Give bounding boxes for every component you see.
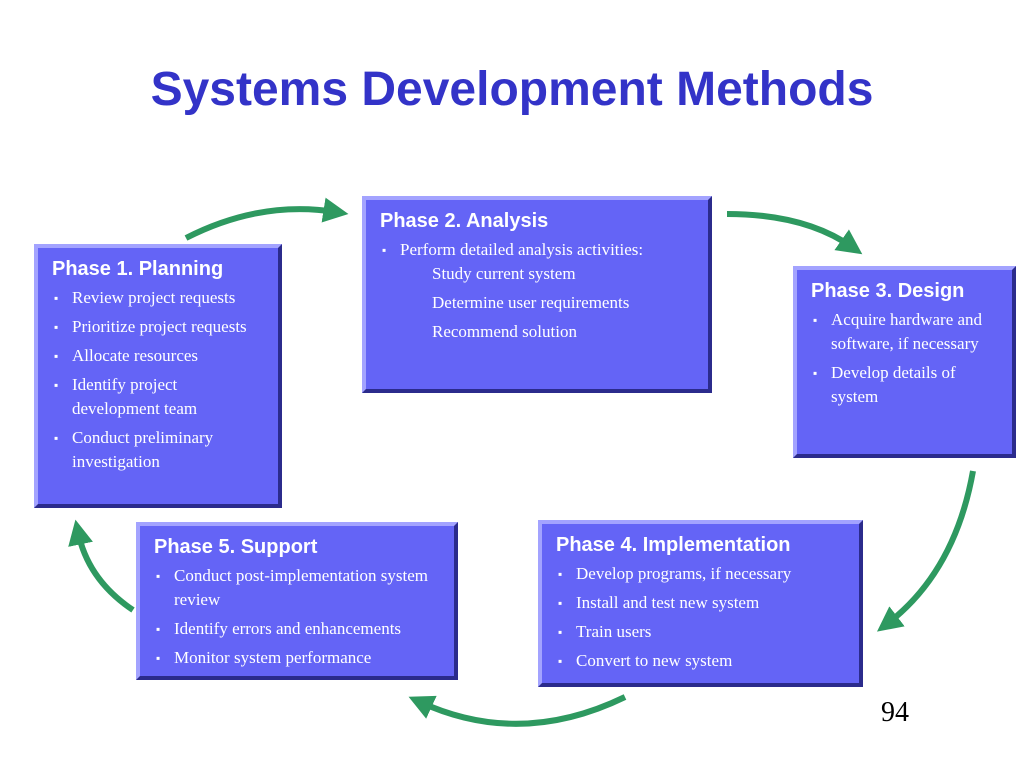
- list-item: Train users: [556, 620, 849, 644]
- list-item: Identify project development team: [52, 373, 268, 421]
- list-item: Perform detailed analysis activities: St…: [380, 238, 698, 344]
- phase-title: Phase 1. Planning: [52, 258, 224, 280]
- list-item: Develop details of system: [811, 361, 1002, 409]
- arrow-support-to-planning: [68, 519, 135, 613]
- phase-title: Phase 2. Analysis: [380, 210, 549, 232]
- phase-3-design-box: Phase 3. Design Acquire hardware and sof…: [793, 266, 1016, 458]
- phase-title: Phase 4. Implementation: [556, 534, 791, 556]
- list-item: Acquire hardware and software, if necess…: [811, 308, 1002, 356]
- sub-item: Study current system: [432, 264, 576, 283]
- list-item: Conduct preliminary investigation: [52, 426, 268, 474]
- list-item-label: Perform detailed analysis activities:: [400, 240, 644, 259]
- arrow-implementation-to-support: [408, 694, 627, 727]
- page-number: 94: [881, 697, 909, 728]
- sub-item: Determine user requirements: [432, 293, 630, 312]
- list-item: Identify errors and enhancements: [154, 617, 444, 641]
- sub-item: Recommend solution: [432, 322, 577, 341]
- phase-4-implementation-box: Phase 4. Implementation Develop programs…: [538, 520, 863, 687]
- list-item: Conduct post-implementation system revie…: [154, 564, 444, 612]
- phase-item-list: Review project requests Prioritize proje…: [52, 286, 268, 474]
- phase-1-planning-box: Phase 1. Planning Review project request…: [34, 244, 282, 508]
- phase-title: Phase 3. Design: [811, 280, 965, 302]
- arrow-analysis-to-design: [726, 211, 863, 255]
- phase-item-list: Conduct post-implementation system revie…: [154, 564, 444, 670]
- list-item: Review project requests: [52, 286, 268, 310]
- list-item: Allocate resources: [52, 344, 268, 368]
- arrow-design-to-implementation: [876, 470, 976, 632]
- list-item: Prioritize project requests: [52, 315, 268, 339]
- phase-title: Phase 5. Support: [154, 536, 318, 558]
- phase-item-list: Acquire hardware and software, if necess…: [811, 308, 1002, 409]
- arrow-planning-to-analysis: [184, 197, 349, 241]
- phase-item-list: Develop programs, if necessary Install a…: [556, 562, 849, 673]
- list-item: Monitor system performance: [154, 646, 444, 670]
- list-item: Convert to new system: [556, 649, 849, 673]
- list-item: Install and test new system: [556, 591, 849, 615]
- sub-item-list: Study current system Determine user requ…: [400, 262, 698, 344]
- phase-2-analysis-box: Phase 2. Analysis Perform detailed analy…: [362, 196, 712, 393]
- list-item: Develop programs, if necessary: [556, 562, 849, 586]
- phase-item-list: Perform detailed analysis activities: St…: [380, 238, 698, 344]
- phase-5-support-box: Phase 5. Support Conduct post-implementa…: [136, 522, 458, 680]
- slide-title: Systems Development Methods: [150, 63, 874, 116]
